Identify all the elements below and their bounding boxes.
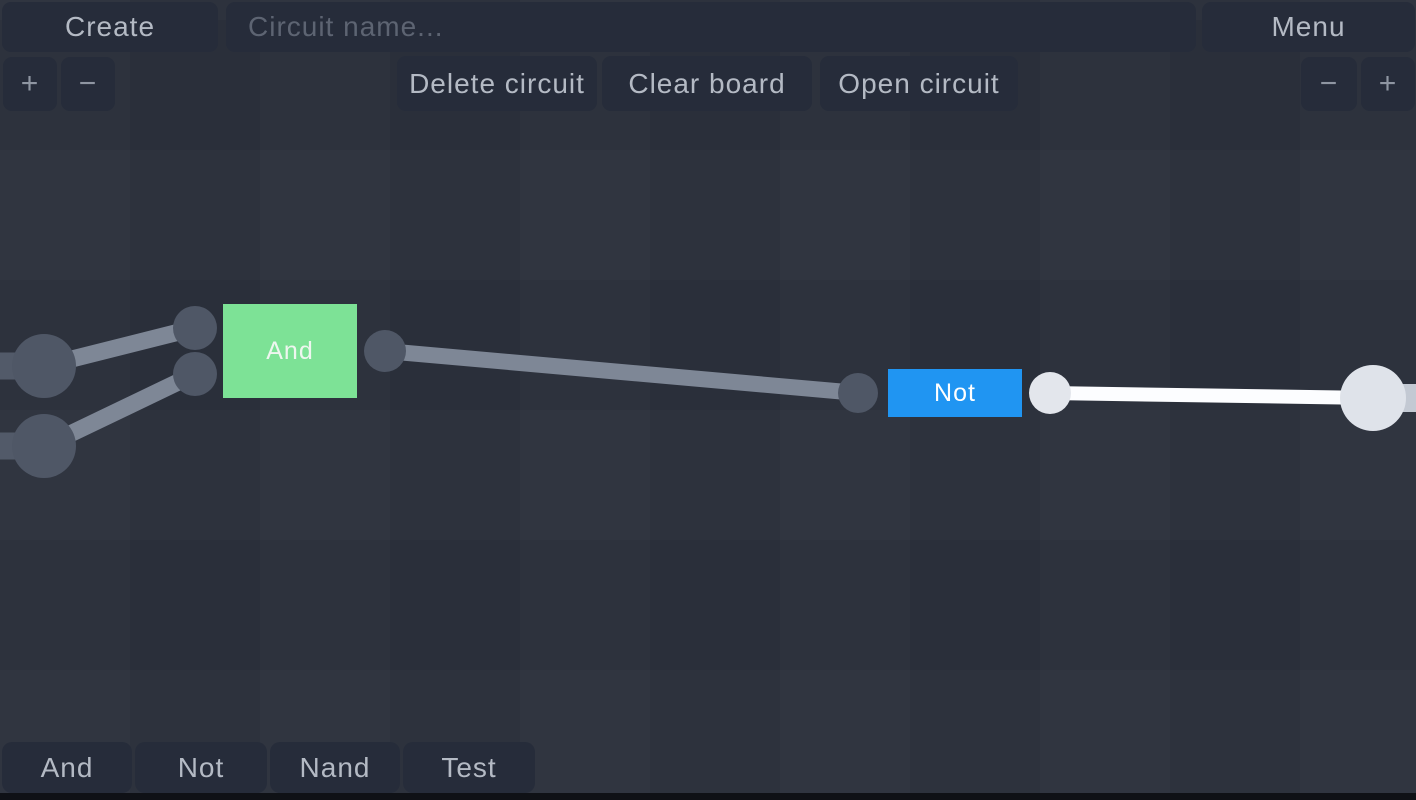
and-gate[interactable]: And xyxy=(223,304,357,398)
zoom-out-button-left[interactable]: − xyxy=(61,57,115,111)
create-button[interactable]: Create xyxy=(2,2,218,52)
input-node-1[interactable] xyxy=(12,334,76,398)
palette-item-nand[interactable]: Nand xyxy=(270,742,400,793)
not-input-pin[interactable] xyxy=(838,373,878,413)
palette-item-not[interactable]: Not xyxy=(135,742,267,793)
wire-and-to-not xyxy=(384,343,859,401)
clear-board-button[interactable]: Clear board xyxy=(602,56,812,111)
not-gate-label: Not xyxy=(934,378,976,407)
zoom-in-button-right[interactable]: + xyxy=(1361,57,1415,111)
palette-item-test[interactable]: Test xyxy=(403,742,535,793)
zoom-out-button-right[interactable]: − xyxy=(1301,57,1357,111)
not-gate[interactable]: Not xyxy=(888,369,1022,417)
wire-not-to-output xyxy=(1049,386,1374,405)
input-node-2[interactable] xyxy=(12,414,76,478)
not-output-pin[interactable] xyxy=(1029,372,1071,414)
bottom-strip xyxy=(0,793,1416,800)
menu-button[interactable]: Menu xyxy=(1202,2,1415,52)
and-output-pin[interactable] xyxy=(364,330,406,372)
output-node[interactable] xyxy=(1340,365,1406,431)
delete-circuit-button[interactable]: Delete circuit xyxy=(397,56,597,111)
circuit-name-input[interactable] xyxy=(226,2,1196,52)
and-input-pin-2[interactable] xyxy=(173,352,217,396)
open-circuit-button[interactable]: Open circuit xyxy=(820,56,1018,111)
and-input-pin-1[interactable] xyxy=(173,306,217,350)
and-gate-label: And xyxy=(266,336,314,365)
zoom-in-button-left[interactable]: + xyxy=(3,57,57,111)
palette-item-and[interactable]: And xyxy=(2,742,132,793)
